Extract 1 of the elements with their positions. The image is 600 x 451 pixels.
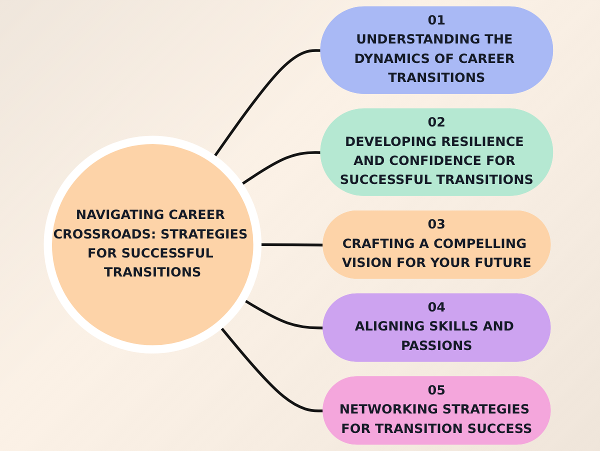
node-circle: NAVIGATING CAREER CROSSROADS: STRATEGIES FOR SUCCESSFUL TRANSITIONS [44,136,262,354]
